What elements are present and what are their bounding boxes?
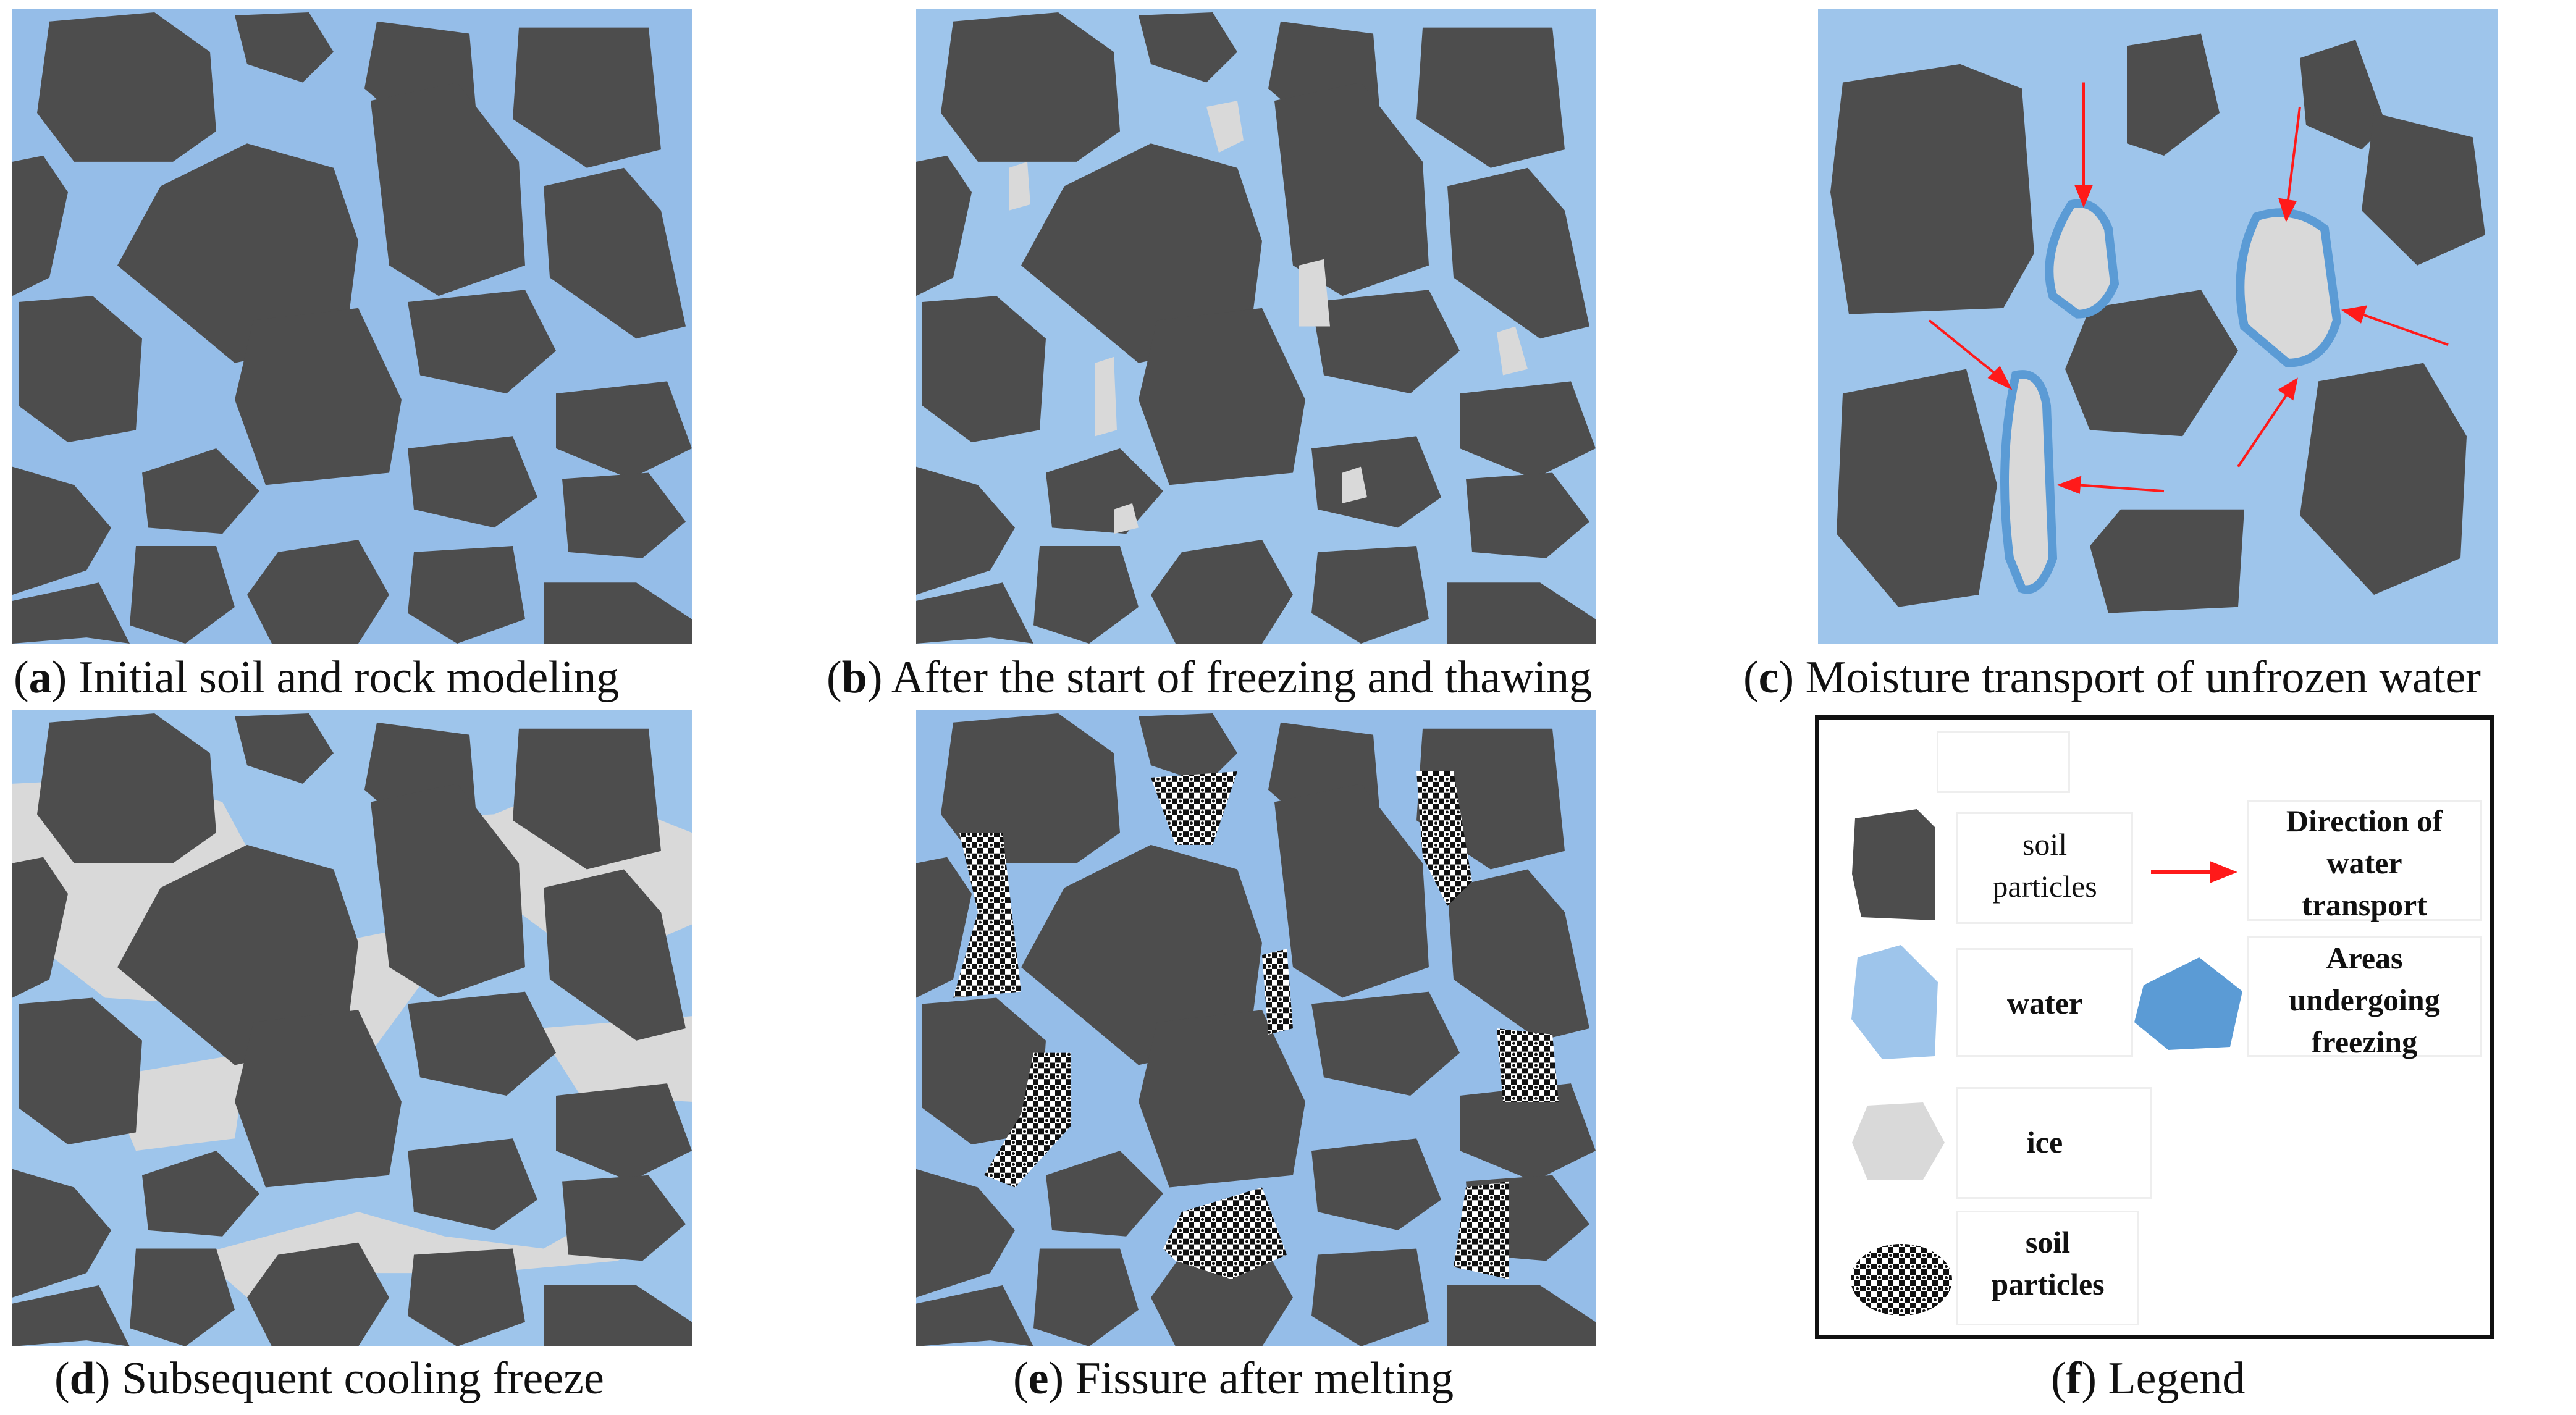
ice-label: ice xyxy=(1956,1121,2133,1163)
panel-e-figure xyxy=(916,710,1596,1346)
panel-d-figure xyxy=(12,710,692,1346)
caption-f: (f) Legend xyxy=(2051,1356,2245,1401)
panel-b xyxy=(916,9,1596,644)
soil-swatch xyxy=(1849,806,1942,923)
legend-header-cell xyxy=(1937,731,2070,793)
freezing-label: Areas undergoing freezing xyxy=(2247,937,2482,1063)
fissure-swatch xyxy=(1849,1241,1954,1319)
panel-e xyxy=(916,710,1596,1346)
panel-a-figure xyxy=(12,9,692,644)
panel-c xyxy=(1818,9,2498,644)
arrow-swatch xyxy=(2148,859,2241,886)
water-swatch xyxy=(1845,945,1944,1062)
fissure-label: soil particles xyxy=(1956,1221,2139,1305)
panel-c-figure xyxy=(1818,9,2498,644)
caption-b: (b) After the start of freezing and thaw… xyxy=(827,655,1592,700)
freezing-swatch xyxy=(2131,954,2249,1053)
caption-c: (c) Moisture transport of unfrozen water xyxy=(1743,655,2481,700)
arrow-label: Direction of water transport xyxy=(2247,800,2482,926)
caption-e: (e) Fissure after melting xyxy=(1013,1356,1454,1401)
legend-box: soil particles Direction of water transp… xyxy=(1815,715,2494,1339)
ice-swatch xyxy=(1849,1099,1948,1186)
caption-d: (d) Subsequent cooling freeze xyxy=(54,1356,604,1401)
water-label: water xyxy=(1956,982,2133,1024)
panel-b-figure xyxy=(916,9,1596,644)
panel-d xyxy=(12,710,692,1346)
caption-a: (a) Initial soil and rock modeling xyxy=(14,655,619,700)
soil-label: soil particles xyxy=(1956,823,2133,907)
panel-a xyxy=(12,9,692,644)
